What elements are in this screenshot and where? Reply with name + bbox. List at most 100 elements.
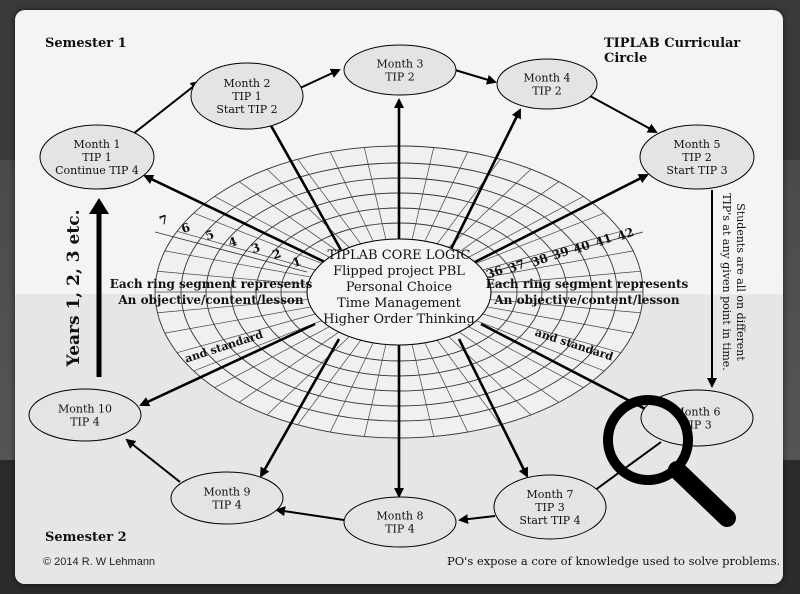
segment-line xyxy=(436,340,501,426)
radial-arrow xyxy=(457,338,529,478)
cycle-arrow xyxy=(589,95,658,133)
segment-line xyxy=(214,196,330,258)
magnifier-icon[interactable] xyxy=(603,395,736,527)
footer-note: PO's expose a core of knowledge used to … xyxy=(447,554,781,568)
segment-line xyxy=(176,231,316,271)
core-line: Higher Order Thinking xyxy=(323,312,475,327)
core-line: Time Management xyxy=(337,296,462,311)
segment-line xyxy=(448,168,532,248)
segment-line xyxy=(329,151,374,242)
month-text: Month 1 xyxy=(74,138,121,151)
ring-segment-lines xyxy=(154,146,644,438)
month-text: Month 2 xyxy=(224,77,271,90)
segment-number: 37 xyxy=(506,257,526,276)
month-text: TIP 4 xyxy=(212,499,242,512)
segment-line xyxy=(490,270,641,285)
segment-line xyxy=(459,181,559,253)
segment-number: 40 xyxy=(571,238,591,257)
ring-right-line: An objective/content/lesson xyxy=(493,293,680,307)
segment-line xyxy=(266,336,350,416)
radial-arrow xyxy=(263,113,343,251)
segment-line xyxy=(476,320,605,372)
segment-line xyxy=(164,306,311,334)
segment-line xyxy=(363,147,387,240)
segment-line xyxy=(459,331,559,403)
month-text: Month 4 xyxy=(524,72,571,85)
diagram-title: TIPLAB Curricular Circle xyxy=(604,36,741,66)
segment-line xyxy=(176,313,316,353)
ring-descriptions: Each ring segment represents An objective… xyxy=(64,193,747,371)
month-ellipse xyxy=(28,388,142,442)
segment-number: 6 xyxy=(180,220,192,236)
month-ellipse xyxy=(493,474,607,540)
month-ellipse xyxy=(343,44,457,96)
segment-line xyxy=(157,299,308,314)
segment-line xyxy=(482,313,622,353)
segment-line xyxy=(490,299,641,314)
segment-number: 2 xyxy=(271,246,283,262)
segment-line xyxy=(297,340,362,426)
cycle-arrow xyxy=(125,438,181,483)
segment-line xyxy=(476,212,605,264)
month-text: TIP 4 xyxy=(385,523,415,536)
month-text: TIP 2 xyxy=(385,71,415,84)
segment-number: 39 xyxy=(550,244,570,263)
segment-line xyxy=(239,181,339,253)
month-text: Month 5 xyxy=(674,138,721,151)
semester-2-label: Semester 2 xyxy=(45,530,127,545)
segment-line xyxy=(193,212,322,264)
month-ellipse xyxy=(190,62,304,130)
month-text: TIP 1 xyxy=(232,90,262,103)
core-line: TIPLAB CORE LOGIC xyxy=(327,248,470,263)
radial-arrow xyxy=(143,174,330,266)
radial-arrow xyxy=(470,173,649,266)
segment-line xyxy=(411,344,435,437)
ring-left-line: Each ring segment represents xyxy=(110,277,313,291)
segment-line xyxy=(266,168,350,248)
cycle-arrow xyxy=(132,80,201,135)
segment-line xyxy=(329,342,374,433)
side-note-line: TIP's at any given point in time. xyxy=(720,193,733,371)
segment-number: 38 xyxy=(529,251,549,270)
row-line xyxy=(490,231,644,273)
core-line: Flipped project PBL xyxy=(333,264,465,279)
segment-line xyxy=(297,158,362,244)
segment-line xyxy=(482,231,622,271)
month-text: TIP 2 xyxy=(532,85,562,98)
month-ellipse xyxy=(496,58,598,110)
cycle-arrow xyxy=(458,514,496,525)
years-label: Years 1, 2, 3 etc. xyxy=(64,210,84,368)
segment-number: 42 xyxy=(615,225,635,244)
segment-number: 5 xyxy=(204,227,216,243)
segment-line xyxy=(468,196,584,258)
radial-arrow xyxy=(259,338,341,478)
radial-arrow xyxy=(480,322,657,416)
segment-line xyxy=(448,336,532,416)
segment-number: 3 xyxy=(250,240,262,256)
month-text: Month 3 xyxy=(377,58,424,71)
segment-line xyxy=(239,331,339,403)
cycle-arrow xyxy=(454,69,497,85)
month-text: TIP 4 xyxy=(70,416,100,429)
month-text: Month 9 xyxy=(204,486,251,499)
segment-line xyxy=(363,344,387,437)
segment-line xyxy=(487,306,634,334)
month-text: Continue TIP 4 xyxy=(55,164,139,177)
month-text: Start TIP 4 xyxy=(519,514,580,527)
segment-line xyxy=(424,151,469,242)
month-text: TIP 2 xyxy=(682,151,712,164)
month-ellipse xyxy=(343,496,457,548)
radial-arrow xyxy=(449,108,522,250)
month-ellipse xyxy=(170,471,284,525)
month-ellipse xyxy=(39,124,155,190)
segment-line xyxy=(214,326,330,388)
